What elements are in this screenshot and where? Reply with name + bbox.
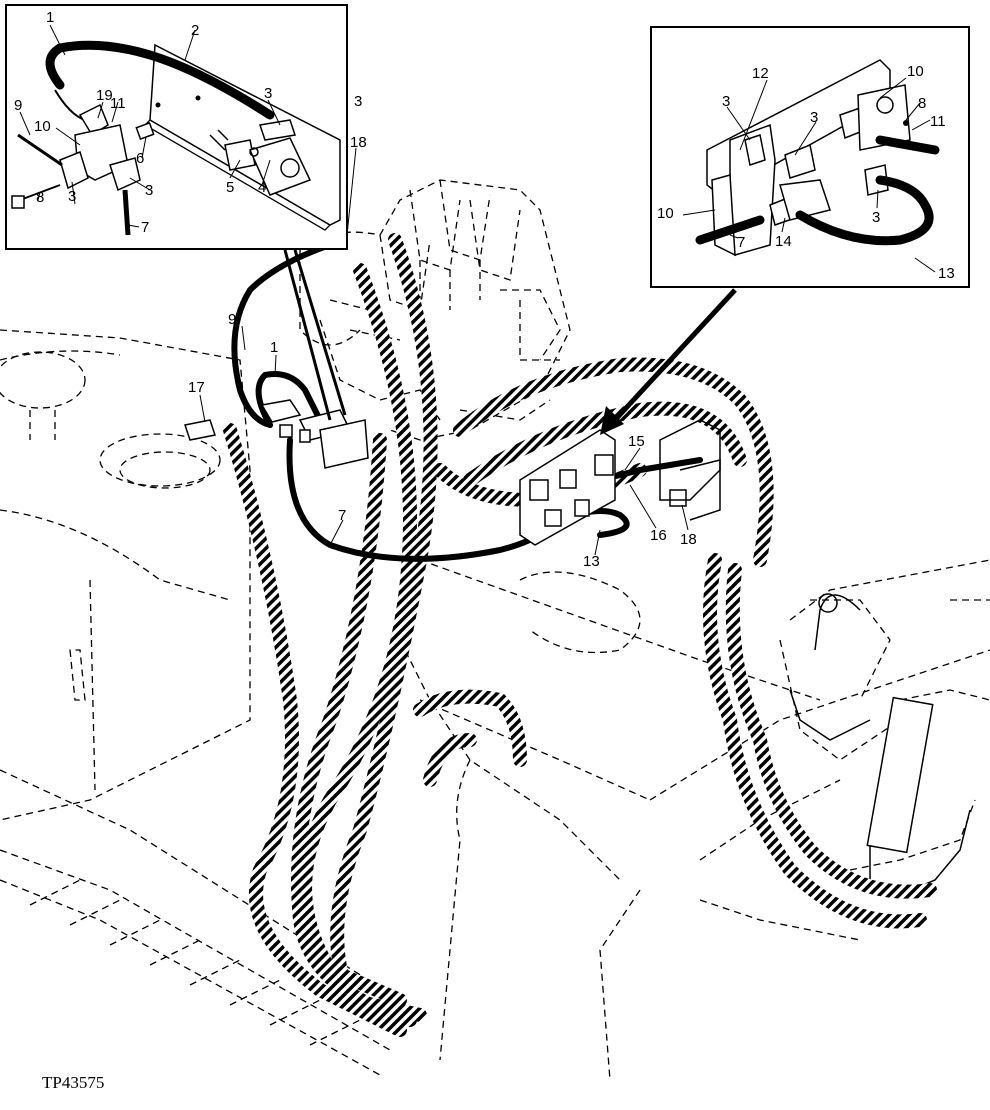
left-inset-leader-2 (293, 249, 347, 416)
machine-frame-outline (0, 329, 990, 1081)
hatched-hoses (223, 168, 937, 1037)
callout-4-left-inset: 4 (258, 179, 266, 196)
right-inset-arrowhead (600, 406, 624, 435)
left-inset-detail (5, 4, 348, 250)
callout-3-right-inset-a: 3 (722, 93, 730, 110)
callout-9-left-inset: 9 (14, 97, 22, 114)
callout-13-right-inset: 13 (938, 265, 955, 282)
solid-hoses-main (231, 237, 703, 562)
callout-7-left-inset: 7 (141, 219, 149, 236)
callout-14-right-inset: 14 (775, 233, 792, 250)
callout-3-left-inset-d: 3 (354, 93, 362, 110)
callout-6-left-inset: 6 (136, 150, 144, 167)
callout-8-left-inset: 8 (36, 189, 44, 206)
left-inset-leader (283, 249, 332, 421)
callout-3-right-inset-c: 3 (872, 209, 880, 226)
callout-10-left-inset: 10 (34, 118, 51, 135)
callout-10-right-inset-a: 10 (907, 63, 924, 80)
callout-3-left-inset-a: 3 (264, 85, 272, 102)
valve-block-left-main (184, 399, 369, 469)
callout-7-right-inset: 7 (737, 234, 745, 251)
callout-17-main: 17 (188, 379, 205, 396)
right-inset-detail (650, 26, 970, 288)
callout-18-main: 18 (680, 531, 697, 548)
callout-11-right-inset: 11 (930, 113, 946, 130)
callout-15-main: 15 (628, 433, 645, 450)
valve-block-right-main (519, 419, 721, 546)
callout-12-right-inset: 12 (752, 65, 769, 82)
callout-2-left-inset: 2 (191, 22, 199, 39)
callout-19-left-inset: 19 (96, 87, 113, 104)
callout-13-main: 13 (583, 553, 600, 570)
callout-5-left-inset: 5 (226, 179, 234, 196)
callout-7-main: 7 (338, 507, 346, 524)
callout-3-left-inset-b: 3 (68, 188, 76, 205)
right-inset-arrow (613, 288, 737, 422)
callout-18-left-inset: 18 (350, 134, 367, 151)
callout-3-left-inset-c: 3 (145, 182, 153, 199)
callout-1-left-inset: 1 (46, 9, 54, 26)
figure-id: TP43575 (42, 1073, 104, 1092)
callout-10-right-inset-b: 10 (657, 205, 674, 222)
callout-9-main: 9 (228, 311, 236, 328)
callout-3-right-inset-b: 3 (810, 109, 818, 126)
callout-16-main: 16 (650, 527, 667, 544)
callout-leaders (19, 24, 936, 556)
callout-11-left-inset: 11 (110, 95, 126, 112)
callout-1-main: 1 (270, 339, 278, 356)
callout-8-right-inset: 8 (918, 95, 926, 112)
